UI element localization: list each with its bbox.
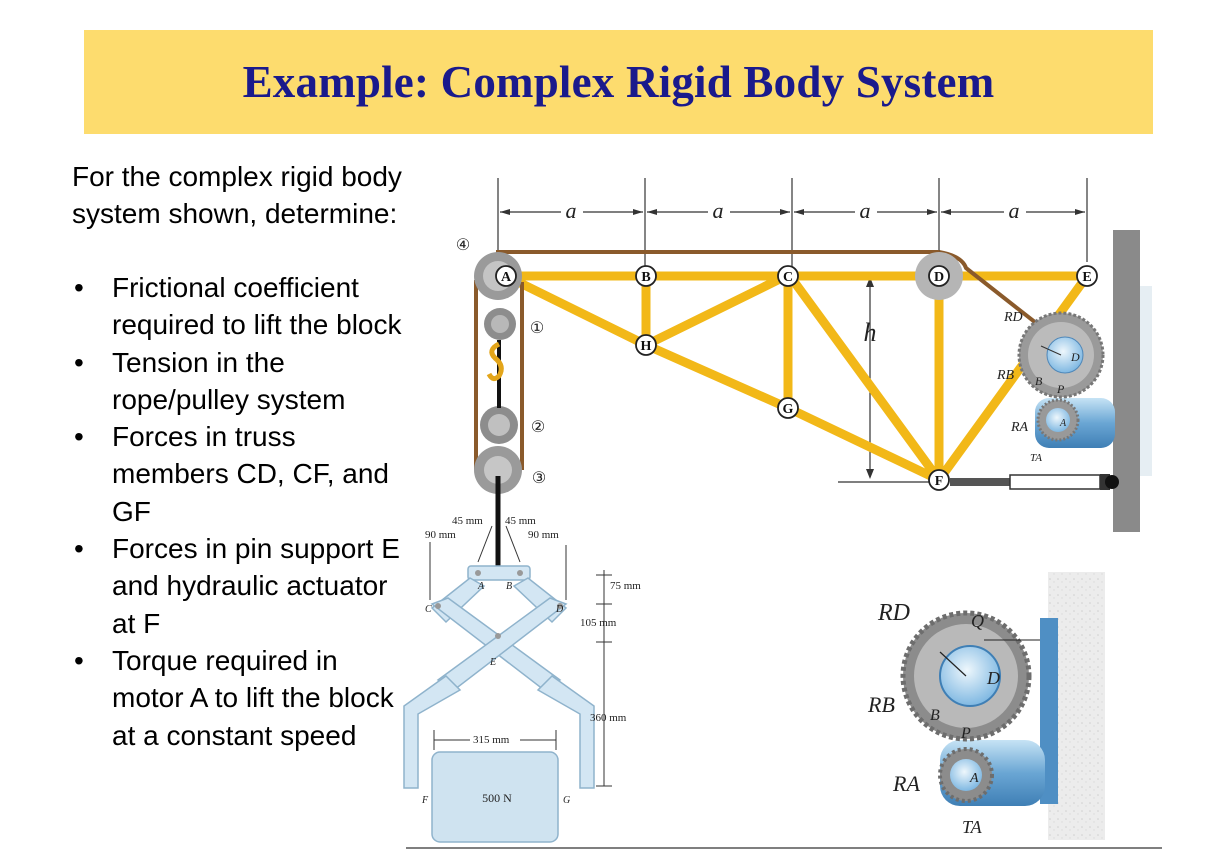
label-b: B xyxy=(1035,374,1043,388)
label-ra: RA xyxy=(1010,420,1029,435)
label-h: h xyxy=(864,318,877,347)
tong-point-b: B xyxy=(506,581,512,592)
tong-dimensions xyxy=(429,525,612,787)
pulley-3 xyxy=(474,446,522,494)
label-a: a xyxy=(713,198,724,223)
hydraulic-actuator xyxy=(950,474,1119,490)
dim-90mm-right: 90 mm xyxy=(528,529,559,541)
label-rb-large: RB xyxy=(867,692,895,717)
small-gear-assembly xyxy=(1017,311,1115,448)
dim-45mm-left: 45 mm xyxy=(452,515,483,527)
task-item: Forces in truss members CD, CF, and GF xyxy=(72,418,402,530)
task-item: Frictional coefficient required to lift … xyxy=(72,269,402,344)
label-rd-large: RD xyxy=(877,600,910,626)
label-ra-large: RA xyxy=(892,771,920,796)
task-item: Forces in pin support E and hydraulic ac… xyxy=(72,530,402,642)
tong-point-d: D xyxy=(555,604,564,615)
label-a: A xyxy=(1059,418,1067,429)
tong-point-a: A xyxy=(477,581,485,592)
intro-text: For the complex rigid body system shown,… xyxy=(72,161,402,229)
node-label: E xyxy=(1082,270,1091,285)
node-label: A xyxy=(501,270,512,285)
node-g xyxy=(777,397,799,419)
label-d: D xyxy=(1070,350,1080,364)
label-b-large: B xyxy=(930,707,940,724)
node-h xyxy=(635,334,657,356)
pulley-2 xyxy=(480,406,518,444)
large-gear-assembly xyxy=(900,572,1105,840)
label-ta-large: TA xyxy=(962,817,983,837)
task-item: Tension in the rope/pulley system xyxy=(72,344,402,419)
label-rd: RD xyxy=(1003,310,1023,325)
label-a: a xyxy=(860,198,871,223)
node-label: B xyxy=(641,270,650,285)
hook xyxy=(486,341,504,382)
pulley-number: ② xyxy=(531,419,545,436)
node-b xyxy=(635,265,657,287)
node-c xyxy=(777,265,799,287)
title-band: Example: Complex Rigid Body System xyxy=(84,30,1153,134)
task-list: Frictional coefficient required to lift … xyxy=(72,269,402,754)
dim-75mm: 75 mm xyxy=(610,580,641,592)
pulley-number: ④ xyxy=(456,237,470,254)
node-e xyxy=(1076,265,1098,287)
pulley-number: ③ xyxy=(532,470,546,487)
label-d-large: D xyxy=(986,668,1000,688)
slide-title: Example: Complex Rigid Body System xyxy=(242,57,995,107)
dimension-arrows xyxy=(500,209,1085,215)
dim-315mm: 315 mm xyxy=(473,734,510,746)
node-d xyxy=(928,265,950,287)
label-a: a xyxy=(1009,198,1020,223)
label-rb: RB xyxy=(996,368,1015,383)
dim-105mm: 105 mm xyxy=(580,617,617,629)
task-item: Torque required in motor A to lift the b… xyxy=(72,642,402,754)
label-ta: TA xyxy=(1030,452,1042,464)
dim-45mm-right: 45 mm xyxy=(505,515,536,527)
block-500n xyxy=(431,751,559,843)
label-a: a xyxy=(566,198,577,223)
node-label: H xyxy=(641,339,652,354)
tong-point-c: C xyxy=(425,604,432,615)
wall-bracket xyxy=(1140,286,1152,476)
label-a-large: A xyxy=(969,771,979,786)
tong-point-e: E xyxy=(489,657,496,668)
label-p: P xyxy=(1056,382,1065,396)
label-p-large: P xyxy=(960,725,971,742)
node-label: F xyxy=(935,474,944,489)
pulley-number: ① xyxy=(530,320,544,337)
pulley-1 xyxy=(484,308,516,340)
node-label: D xyxy=(934,270,944,285)
tong-point-g: G xyxy=(563,795,570,806)
node-label: C xyxy=(783,270,793,285)
load-label: 500 N xyxy=(482,791,512,805)
node-a xyxy=(495,265,517,287)
dim-90mm-left: 90 mm xyxy=(425,529,456,541)
tong-point-f: F xyxy=(421,795,429,806)
tongs-mechanism xyxy=(403,565,595,789)
node-label: G xyxy=(783,402,794,417)
label-q-large: Q xyxy=(971,611,984,631)
dimension-a xyxy=(497,178,1088,272)
dim-360mm: 360 mm xyxy=(590,712,627,724)
node-f xyxy=(928,469,950,491)
